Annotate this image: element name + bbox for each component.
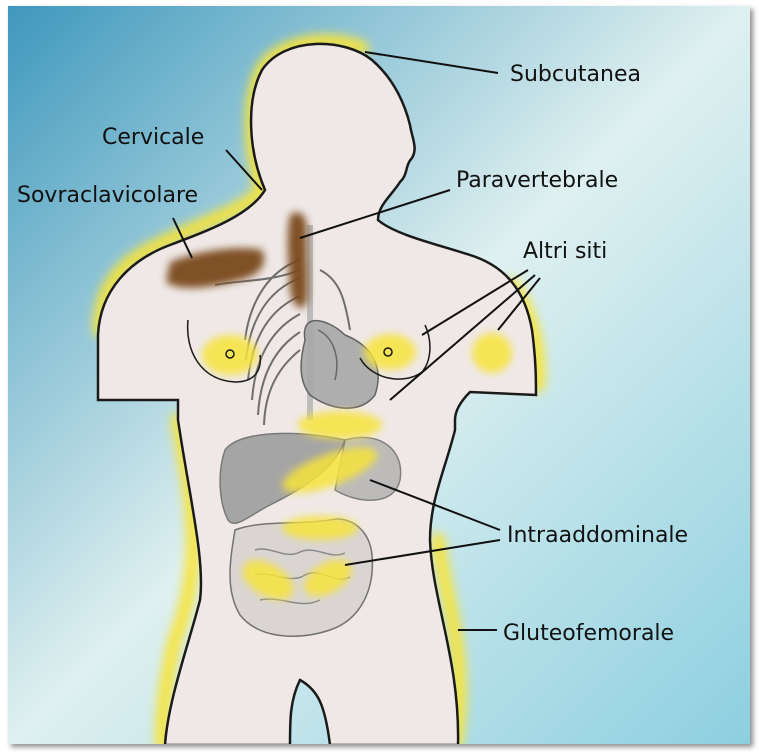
adipose-distribution-diagram: Subcutanea Cervicale Sovraclavicolare Pa…	[8, 6, 750, 744]
label-subcutanea: Subcutanea	[510, 62, 641, 87]
label-altri-siti: Altri siti	[523, 239, 607, 264]
left-breast-fat	[202, 335, 258, 375]
omental-fat-upper	[298, 411, 382, 439]
label-paravertebrale: Paravertebrale	[456, 168, 618, 193]
arm-fat	[472, 333, 512, 373]
right-breast-fat	[364, 334, 416, 370]
label-gluteofemorale: Gluteofemorale	[503, 621, 674, 646]
label-intraaddominale: Intraaddominale	[507, 523, 688, 548]
omental-fat-lower	[282, 516, 358, 540]
label-sovraclavicolare: Sovraclavicolare	[17, 183, 198, 208]
paravertebral-brown-fat	[288, 212, 308, 307]
label-cervicale: Cervicale	[102, 125, 204, 150]
